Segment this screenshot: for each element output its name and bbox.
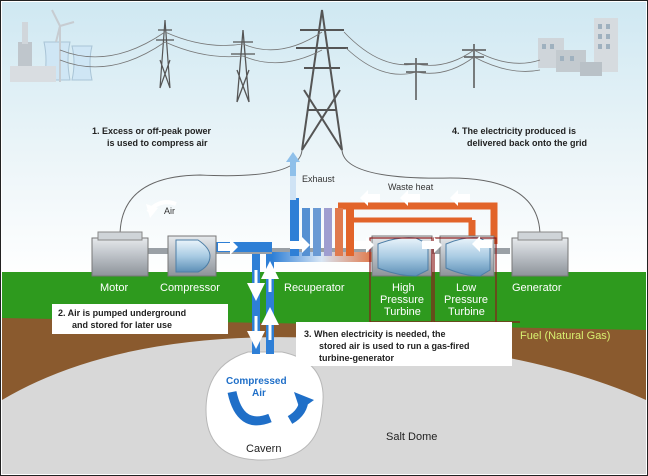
hp-turbine-label-2: Pressure (380, 294, 424, 306)
step2-box (52, 304, 228, 334)
exhaust-stack (290, 176, 296, 200)
fuel-label: Fuel (Natural Gas) (520, 330, 610, 342)
step3-line3: turbine-generator (319, 353, 395, 363)
generator-label: Generator (512, 282, 562, 294)
swirl-arrow-head (294, 392, 314, 410)
tower-icon (156, 19, 174, 89)
motor-label: Motor (100, 282, 128, 294)
shaft-pipe-down (252, 250, 260, 354)
step2-line2: and stored for later use (72, 320, 172, 330)
air-label: Air (164, 206, 175, 216)
lp-turbine-label-1: Low (456, 282, 476, 294)
salt-dome (2, 337, 646, 474)
step2-line1: 2. Air is pumped underground (58, 308, 186, 318)
recuperator-outlet-pipe (272, 252, 382, 262)
transmission-towers (59, 9, 541, 237)
waste-heat-label: Waste heat (388, 182, 434, 192)
compressed-air-label-1: Compressed (226, 376, 287, 387)
flow-arrows (218, 190, 492, 255)
step1-line1: 1. Excess or off-peak power (92, 126, 212, 136)
hp-turbine-label-3: Turbine (384, 306, 421, 318)
step3-line1: 3. When electricity is needed, the (304, 329, 446, 339)
recuperator (290, 198, 354, 256)
compressor (167, 235, 217, 277)
lp-turbine-label-3: Turbine (448, 306, 485, 318)
step3-line2: stored air is used to run a gas-fired (319, 341, 470, 351)
high-pressure-turbine (369, 235, 433, 323)
cavern-label: Cavern (246, 443, 281, 455)
exhaust-arrow-icon (286, 152, 300, 162)
shaft-flow-arrows (247, 261, 279, 349)
hp-turbine-label-1: High (392, 282, 415, 294)
step1-line2: is used to compress air (107, 138, 208, 148)
compressor-outlet-pipe (210, 242, 272, 252)
step4-line1: 4. The electricity produced is (452, 126, 576, 136)
shaft-pipe-up (266, 250, 274, 354)
recuperator-label: Recuperator (284, 282, 345, 294)
motor (91, 231, 149, 277)
step4-line2: delivered back onto the grid (467, 138, 587, 148)
step3-box (296, 322, 512, 366)
waste-heat-pipe (338, 202, 498, 244)
salt-dome-label: Salt Dome (386, 431, 437, 443)
compressed-air-label-2: Air (252, 388, 266, 399)
buildings-icon (538, 18, 618, 76)
tower-icon (231, 29, 255, 103)
lp-turbine-label-2: Pressure (444, 294, 488, 306)
cavern (205, 351, 324, 461)
swirl-arrow-left (227, 390, 272, 426)
tower-icon (296, 9, 348, 151)
generator (511, 231, 569, 277)
compressor-label: Compressor (160, 282, 220, 294)
exhaust-label: Exhaust (302, 174, 335, 184)
